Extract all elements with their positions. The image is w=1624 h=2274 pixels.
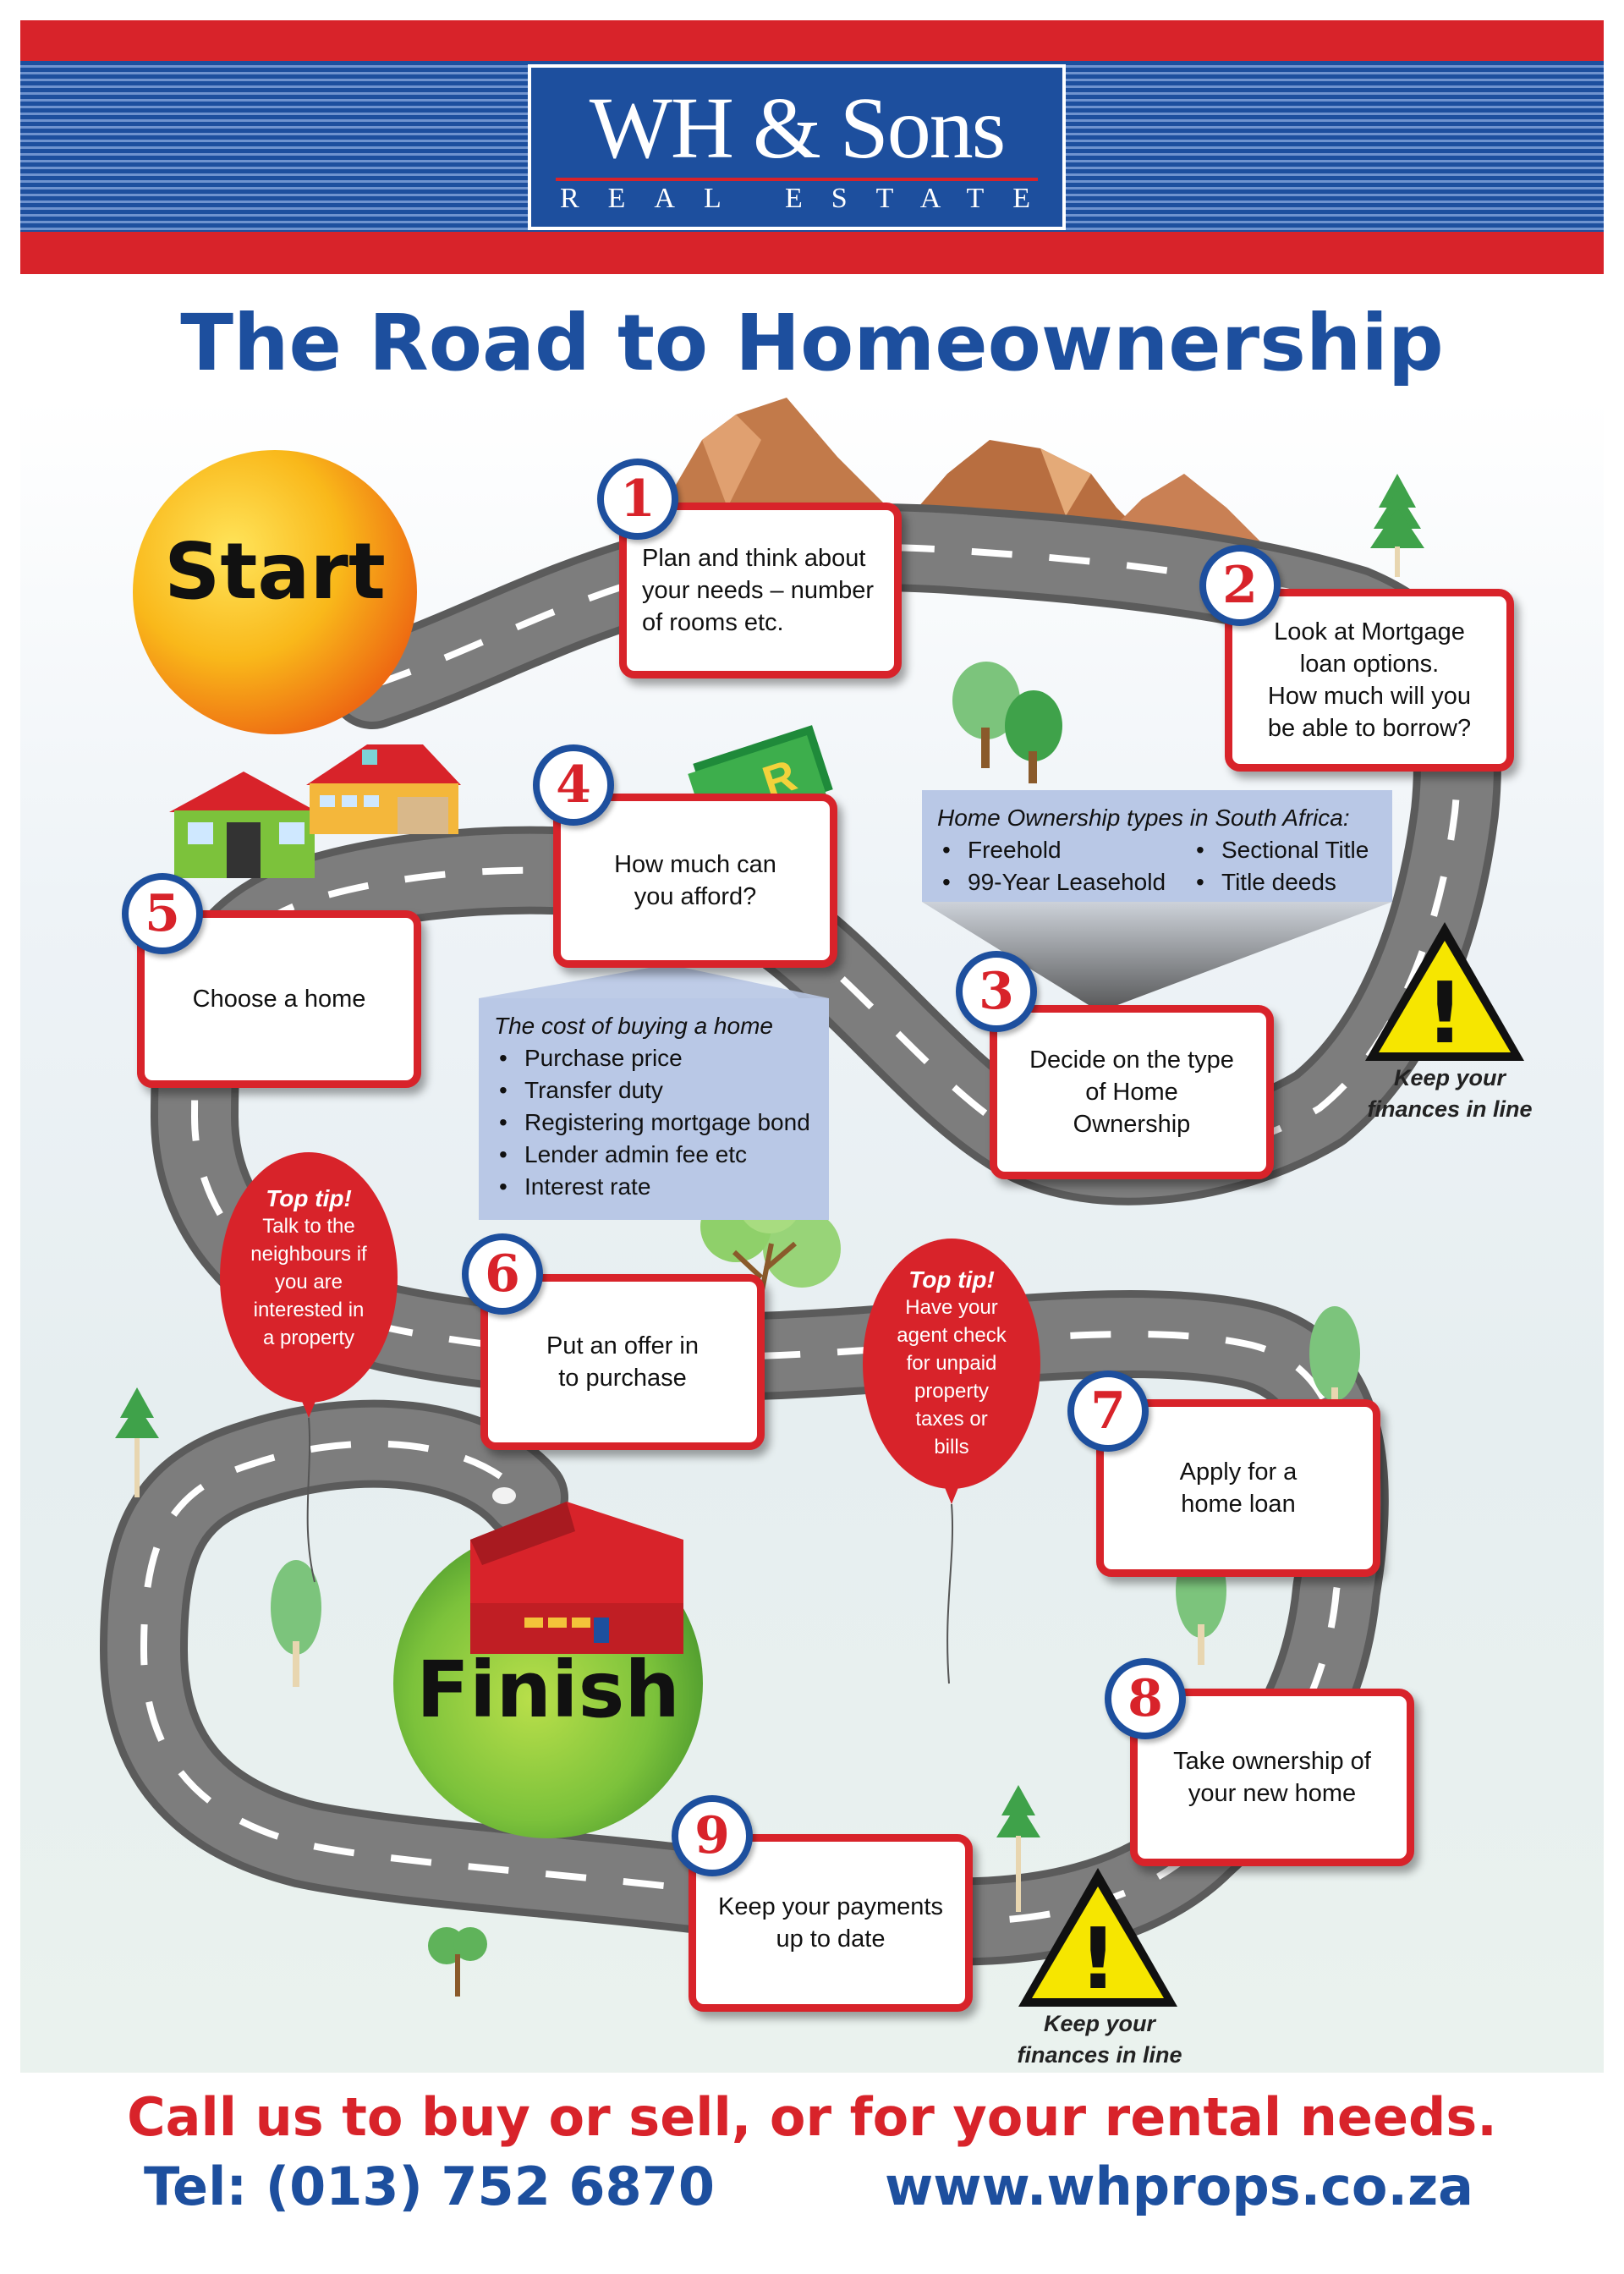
callout-cone-cost (479, 964, 829, 998)
page-title: The Road to Homeownership (180, 298, 1444, 388)
tree-icon (952, 662, 1062, 783)
step-2-box[interactable]: Look at Mortgage loan options. How much … (1225, 589, 1514, 772)
footer-phone[interactable]: Tel: (013) 752 6870 (144, 2156, 715, 2217)
step-3-number: 3 (956, 951, 1037, 1032)
brand-logo[interactable]: WH & Sons REAL ESTATE (528, 64, 1066, 230)
cost-item: Transfer duty (494, 1074, 814, 1107)
brand-subtitle: REAL ESTATE (559, 183, 1060, 214)
step-5-box[interactable]: Choose a home (137, 910, 421, 1088)
tree-icon (428, 1927, 487, 1997)
ownership-type-item: Freehold (937, 834, 1191, 866)
warning-sign-icon: ! (1018, 1868, 1177, 2008)
ownership-types-box: Home Ownership types in South Africa: Fr… (922, 790, 1392, 902)
step-number-text: 1 (620, 470, 656, 529)
cost-of-buying-title: The cost of buying a home (494, 1013, 773, 1039)
houses-icon (169, 744, 461, 878)
tip-title: Top tip! (266, 1185, 352, 1211)
step-7-box[interactable]: Apply for a home loan (1096, 1399, 1380, 1577)
step-number-text: 3 (979, 962, 1014, 1021)
warning-glyph: ! (1078, 1909, 1117, 2008)
footer-tagline: Call us to buy or sell, or for your rent… (127, 2086, 1497, 2148)
balloon-icon[interactable] (863, 1239, 1040, 1684)
logo-divider (556, 178, 1038, 181)
step-1-box[interactable]: Plan and think about your needs – number… (619, 503, 902, 678)
tip-balloon-2: Top tip! Have your agent check for unpai… (871, 1266, 1032, 1461)
ownership-type-item: 99-Year Leasehold (937, 866, 1191, 898)
step-9-box[interactable]: Keep your payments up to date (689, 1834, 973, 2012)
balloon-icon[interactable] (220, 1152, 398, 1583)
step-number-text: 8 (1127, 1669, 1163, 1728)
warning-glyph: ! (1425, 964, 1464, 1063)
header-bottom-band (20, 232, 1604, 274)
cost-of-buying-box: The cost of buying a home Purchase price… (479, 998, 829, 1220)
step-1-number: 1 (597, 459, 678, 540)
pine-tree-icon (115, 1387, 159, 1497)
cost-item: Registering mortgage bond (494, 1107, 814, 1139)
tip-balloon-1: Top tip! Talk to the neighbours if you a… (228, 1184, 389, 1352)
step-number-text: 9 (694, 1806, 730, 1865)
step-6-number: 6 (462, 1233, 543, 1315)
start-label: Start (164, 526, 386, 617)
start-circle[interactable] (133, 450, 417, 734)
cost-item: Lender admin fee etc (494, 1139, 814, 1171)
cost-item: Purchase price (494, 1042, 814, 1074)
step-number-text: 4 (556, 755, 591, 815)
step-3-box[interactable]: Decide on the type of Home Ownership (990, 1005, 1274, 1179)
step-number-text: 7 (1090, 1381, 1126, 1441)
step-9-number: 9 (672, 1795, 753, 1876)
step-number-text: 5 (145, 884, 180, 943)
warning-sign-icon: ! (1365, 922, 1524, 1063)
callout-cone-ownership (922, 902, 1392, 1012)
finish-house-icon (470, 1487, 683, 1654)
finish-label: Finish (416, 1645, 680, 1735)
brand-name: WH & Sons (589, 80, 1006, 177)
step-4-number: 4 (533, 744, 614, 826)
step-7-number: 7 (1067, 1370, 1149, 1452)
cost-item: Interest rate (494, 1171, 814, 1203)
tip-text: Talk to the neighbours if you are intere… (250, 1215, 367, 1349)
ownership-type-item: Title deeds (1191, 866, 1377, 898)
footer-website[interactable]: www.whprops.co.za (884, 2156, 1473, 2217)
step-4-box[interactable]: How much can you afford? (553, 794, 837, 968)
header-top-band (20, 20, 1604, 61)
pine-tree-icon (996, 1785, 1040, 1912)
step-2-number: 2 (1199, 545, 1281, 626)
footer-panel (20, 2078, 1604, 2255)
pine-tree-icon (1370, 474, 1424, 577)
step-8-number: 8 (1105, 1658, 1186, 1739)
step-5-number: 5 (122, 873, 203, 954)
warning-caption-1: Keep your finances in line (1367, 1065, 1533, 1122)
tip-title: Top tip! (908, 1266, 995, 1293)
step-number-text: 2 (1222, 556, 1258, 615)
warning-caption-2: Keep your finances in line (1017, 2011, 1182, 2068)
ownership-types-title: Home Ownership types in South Africa: (937, 805, 1350, 831)
tree-icon (271, 1560, 321, 1687)
step-number-text: 6 (485, 1244, 520, 1304)
tip-text: Have your agent check for unpaid propert… (897, 1296, 1007, 1458)
ownership-type-item: Sectional Title (1191, 834, 1377, 866)
